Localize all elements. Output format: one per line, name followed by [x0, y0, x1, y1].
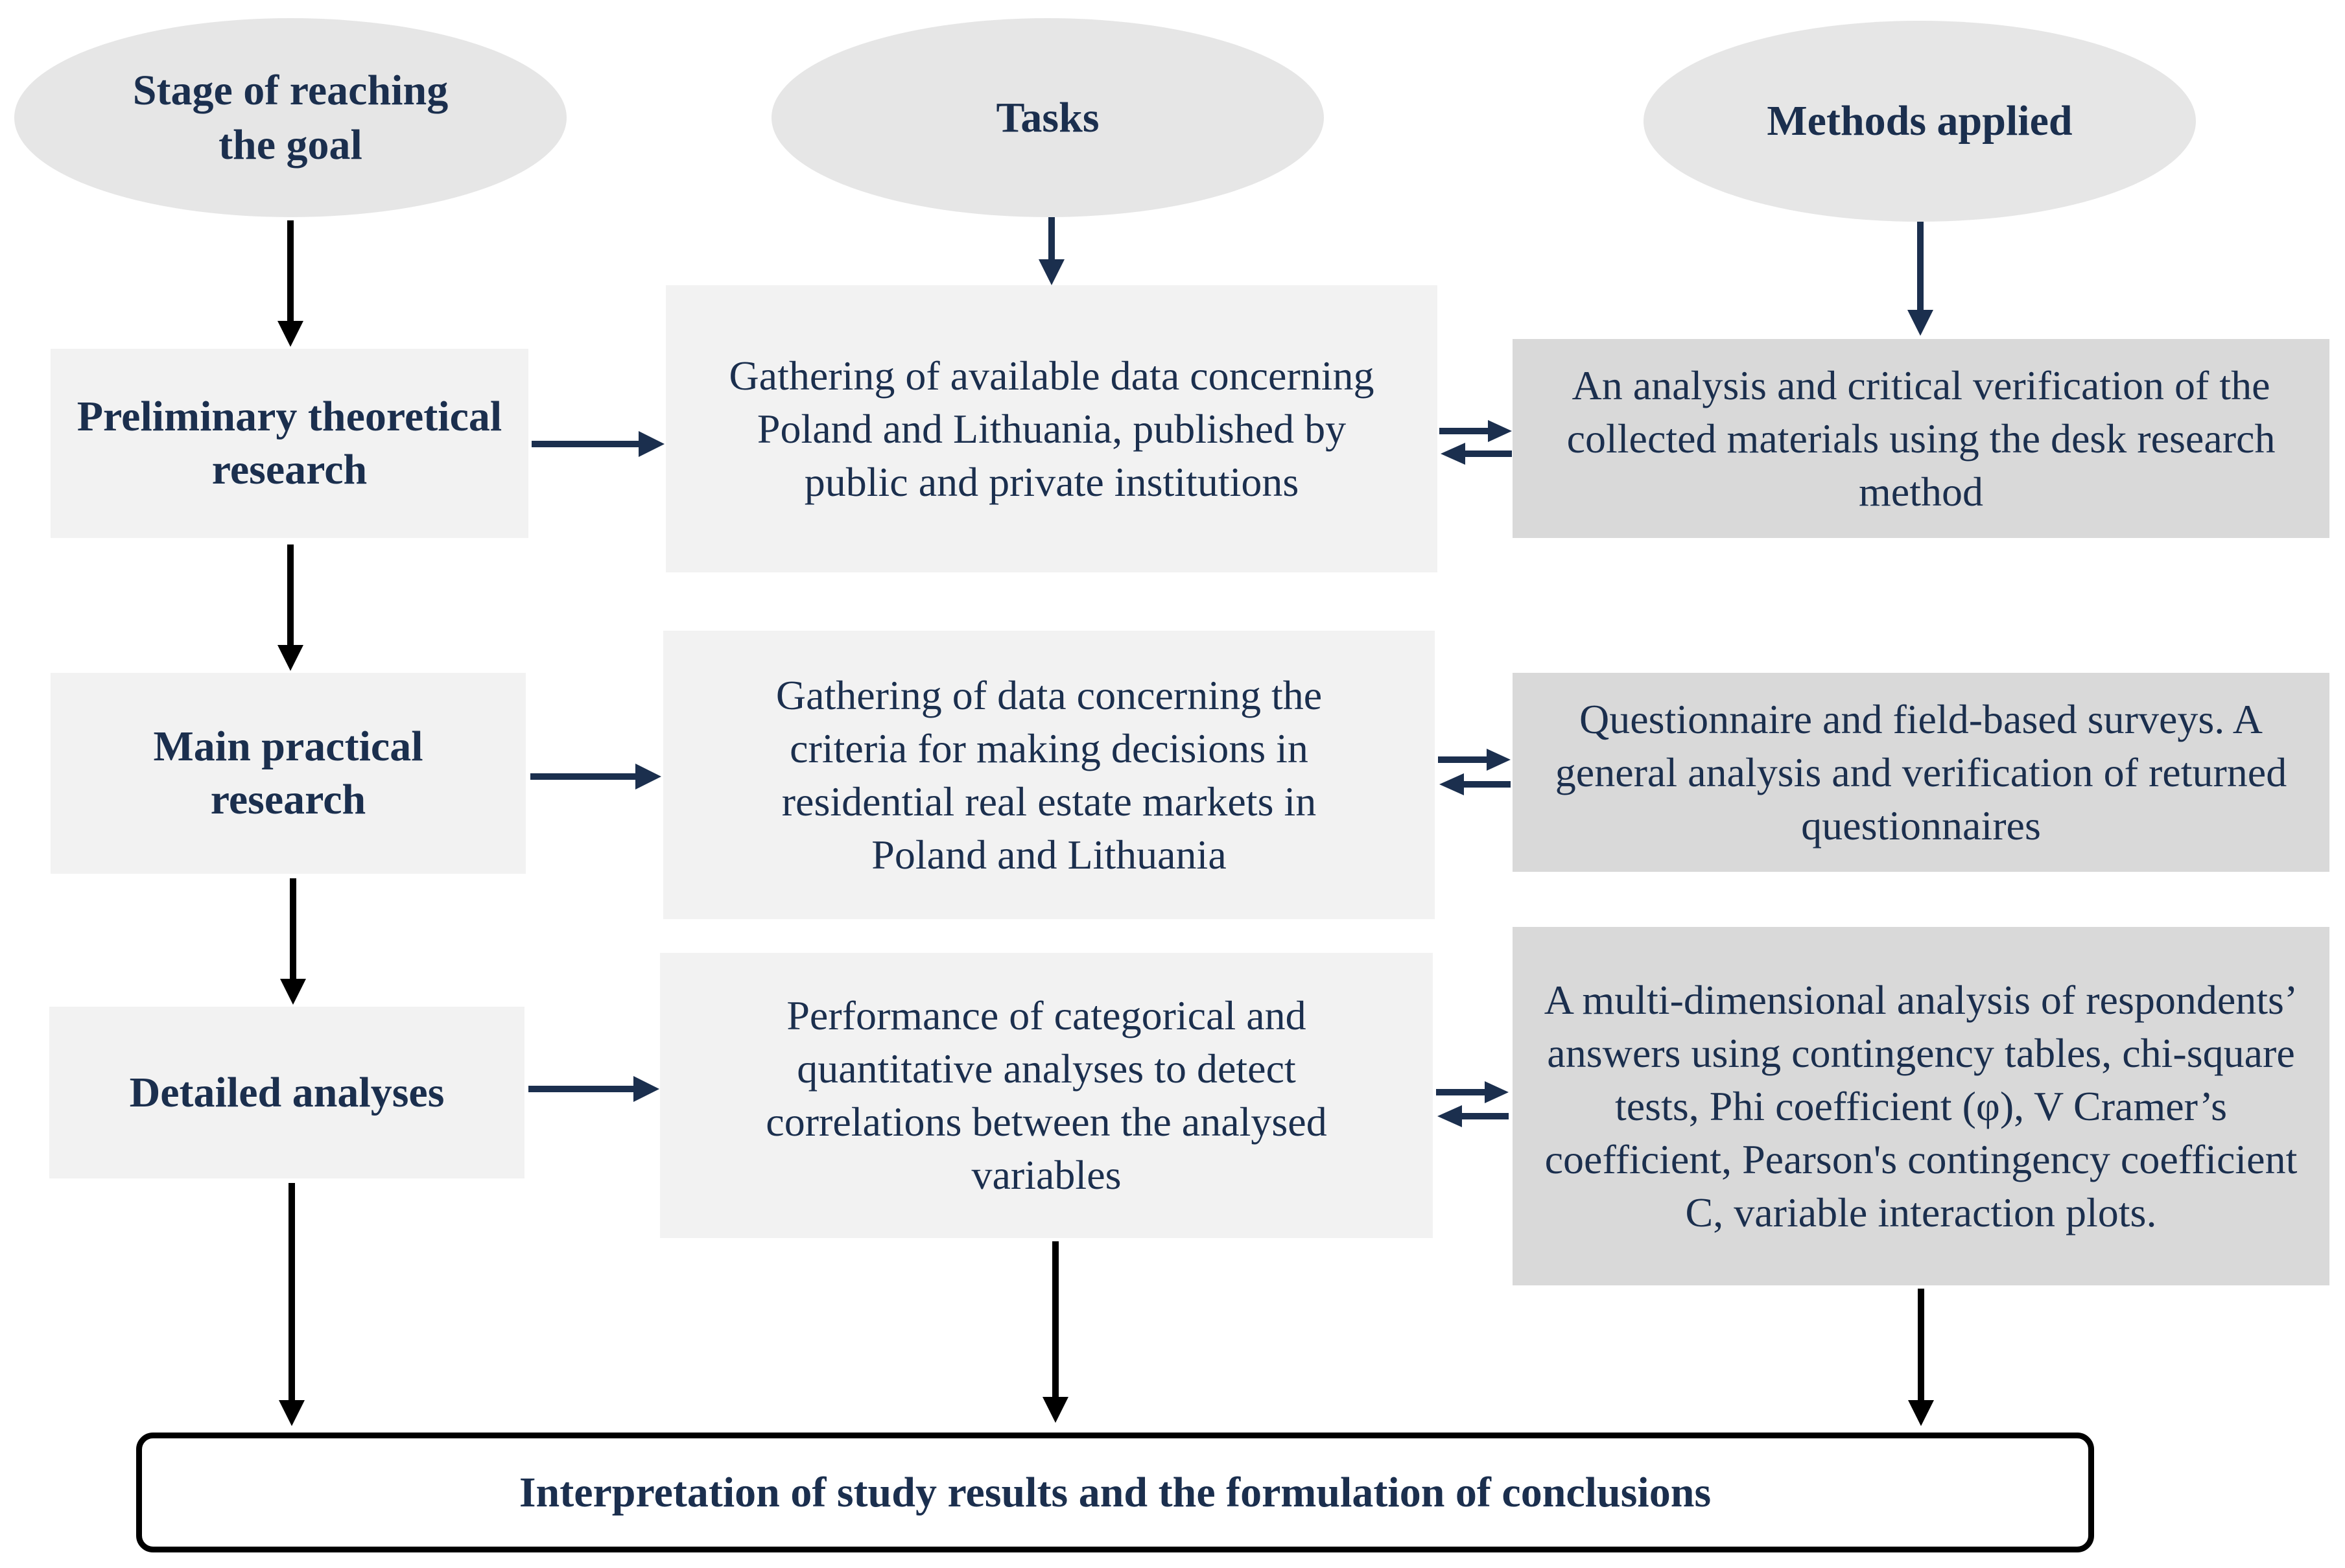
method-multidimensional-analysis-text: A multi-dimensional analysis of responde… [1544, 976, 2298, 1235]
stage-main-box: Main practical research [51, 673, 526, 874]
stage-column-arrows [277, 220, 306, 1426]
column-to-conclusion-arrows [1043, 1241, 1934, 1426]
stage-main-label: Main practical research [153, 723, 423, 823]
arrowhead [633, 1076, 659, 1102]
arrowhead [277, 321, 303, 347]
conclusion-box: Interpretation of study results and the … [136, 1433, 2094, 1552]
method-surveys-box: Questionnaire and field-based surveys. A… [1513, 673, 2329, 872]
header-methods-ellipse: Methods applied [1644, 21, 2196, 222]
arrowhead [1439, 773, 1464, 795]
task-categorical-analyses-text: Performance of categorical and quantitat… [766, 992, 1327, 1198]
stage-detailed-label: Detailed analyses [129, 1068, 445, 1116]
arrowhead [1039, 259, 1065, 285]
task-gathering-available-data-text: Gathering of available data concerning P… [729, 352, 1374, 505]
arrowhead [1907, 310, 1933, 336]
method-desk-research-box: An analysis and critical verification of… [1513, 339, 2329, 538]
arrowhead [639, 431, 665, 457]
task-gathering-criteria-data-box: Gathering of data concerning the criteri… [663, 631, 1435, 919]
arrowhead [1488, 420, 1512, 442]
arrowhead [1487, 749, 1511, 771]
task-gathering-criteria-data-text: Gathering of data concerning the criteri… [775, 672, 1323, 878]
method-multidimensional-analysis-box: A multi-dimensional analysis of responde… [1513, 927, 2329, 1285]
header-tasks-ellipse: Tasks [772, 18, 1324, 217]
method-desk-research-text: An analysis and critical verification of… [1566, 362, 2276, 515]
header-tasks-label: Tasks [996, 93, 1100, 141]
arrowhead [1908, 1400, 1934, 1426]
arrowhead [277, 645, 303, 671]
header-stage-ellipse: Stage of reaching the goal [14, 18, 567, 217]
task-categorical-analyses-box: Performance of categorical and quantitat… [660, 953, 1433, 1238]
arrowhead [1441, 443, 1465, 465]
header-methods-label: Methods applied [1767, 97, 2073, 145]
stage-preliminary-box: Preliminary theoretical research [51, 349, 528, 538]
stage-to-task-arrows [528, 431, 665, 1102]
stage-preliminary-label: Preliminary theoretical research [77, 393, 502, 493]
arrowhead [635, 764, 661, 790]
header-arrows [1039, 217, 1933, 336]
conclusion-label: Interpretation of study results and the … [519, 1468, 1712, 1516]
arrowhead [1485, 1081, 1509, 1103]
arrowhead [1043, 1397, 1068, 1423]
arrowhead [280, 979, 306, 1005]
task-gathering-available-data-box: Gathering of available data concerning P… [666, 285, 1437, 572]
task-method-exchange-arrows [1436, 420, 1512, 1127]
method-surveys-text: Questionnaire and field-based surveys. A… [1555, 696, 2287, 848]
arrowhead [279, 1400, 305, 1426]
header-stage-label: Stage of reaching the goal [132, 66, 449, 169]
arrowhead [1437, 1105, 1462, 1127]
stage-detailed-box: Detailed analyses [49, 1007, 524, 1178]
